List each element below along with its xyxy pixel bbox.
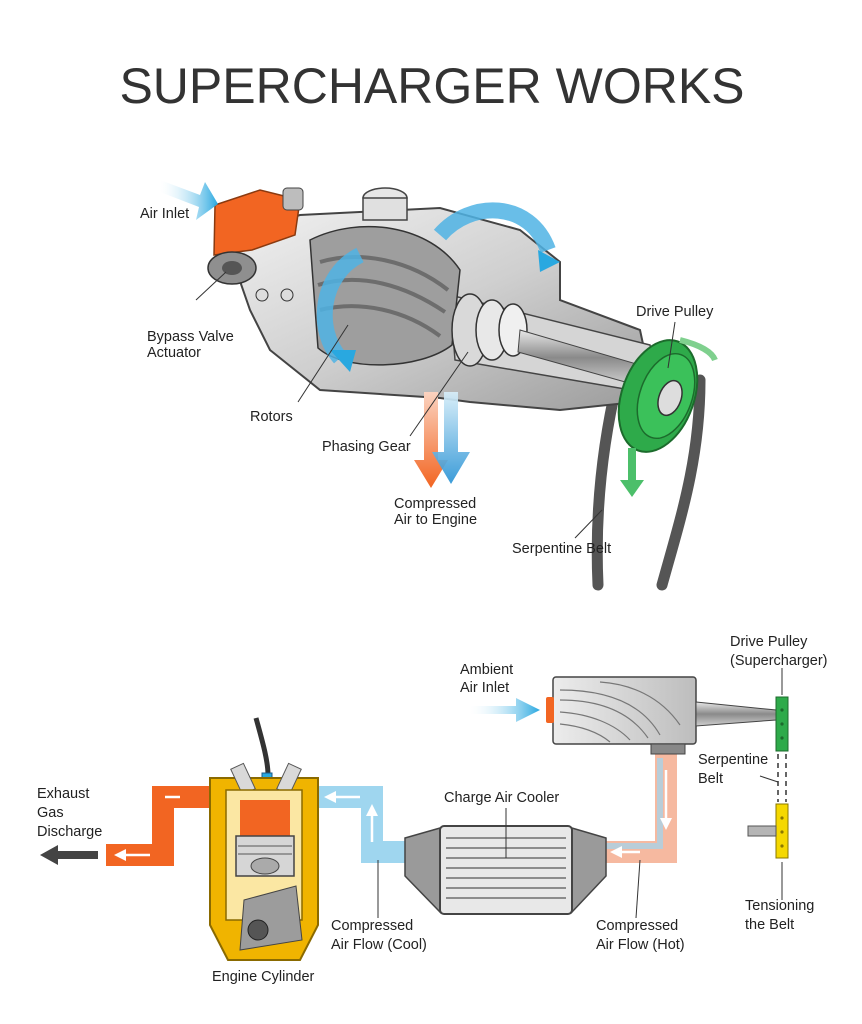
label-exhaust-discharge: Discharge xyxy=(37,824,102,840)
exhaust-arrow xyxy=(40,845,98,865)
label-air-flow-cool: Air Flow (Cool) xyxy=(331,937,427,953)
page-title: SUPERCHARGER WORKS xyxy=(119,58,744,114)
label-supercharger: (Supercharger) xyxy=(730,653,828,669)
label-serpentine-belt: Serpentine Belt xyxy=(512,541,611,557)
label-compressed-air: Compressed xyxy=(394,496,476,512)
supercharger-cutaway xyxy=(160,180,718,591)
label-drive-pulley: Drive Pulley xyxy=(636,304,714,320)
label-ambient-air-inlet: Air Inlet xyxy=(460,680,509,696)
label-bypass-valve-actuator: Actuator xyxy=(147,345,201,361)
rotation-arrow xyxy=(620,448,644,497)
system-schematic xyxy=(40,668,789,961)
label-rotors: Rotors xyxy=(250,409,293,425)
label-compressed-cool: Compressed xyxy=(331,918,413,934)
supercharger-compressor xyxy=(546,676,777,755)
label-tensioning: Tensioning xyxy=(745,898,814,914)
label-charge-air-cooler: Charge Air Cooler xyxy=(444,790,559,806)
label-compressed-hot: Compressed xyxy=(596,918,678,934)
label-serpentine-belt-bottom: Belt xyxy=(698,771,723,787)
label-air-to-engine: Air to Engine xyxy=(394,512,477,528)
drive-pulley xyxy=(617,339,699,453)
label-exhaust-gas: Gas xyxy=(37,805,64,821)
label-serpentine: Serpentine xyxy=(698,752,768,768)
air-inlet-cap xyxy=(213,189,301,256)
label-engine-cylinder: Engine Cylinder xyxy=(212,969,315,985)
label-air-inlet: Air Inlet xyxy=(140,206,189,222)
label-air-flow-hot: Air Flow (Hot) xyxy=(596,937,685,953)
label-drive-pulley-bottom: Drive Pulley xyxy=(730,634,808,650)
exhaust-pipe xyxy=(106,786,218,866)
air-inlet-arrow xyxy=(160,180,218,220)
ambient-air-arrow xyxy=(470,698,540,722)
engine-cylinder xyxy=(209,717,319,961)
label-the-belt: the Belt xyxy=(745,917,794,933)
charge-air-cooler xyxy=(404,825,607,915)
phasing-gear xyxy=(451,293,528,367)
cool-air-pipe xyxy=(318,786,405,863)
label-bypass-valve: Bypass Valve xyxy=(147,329,234,345)
compressed-air-arrow-cool xyxy=(432,392,470,484)
bypass-valve-actuator xyxy=(207,251,294,302)
label-ambient: Ambient xyxy=(460,662,513,678)
label-phasing-gear: Phasing Gear xyxy=(322,439,411,455)
label-exhaust: Exhaust xyxy=(37,786,89,802)
